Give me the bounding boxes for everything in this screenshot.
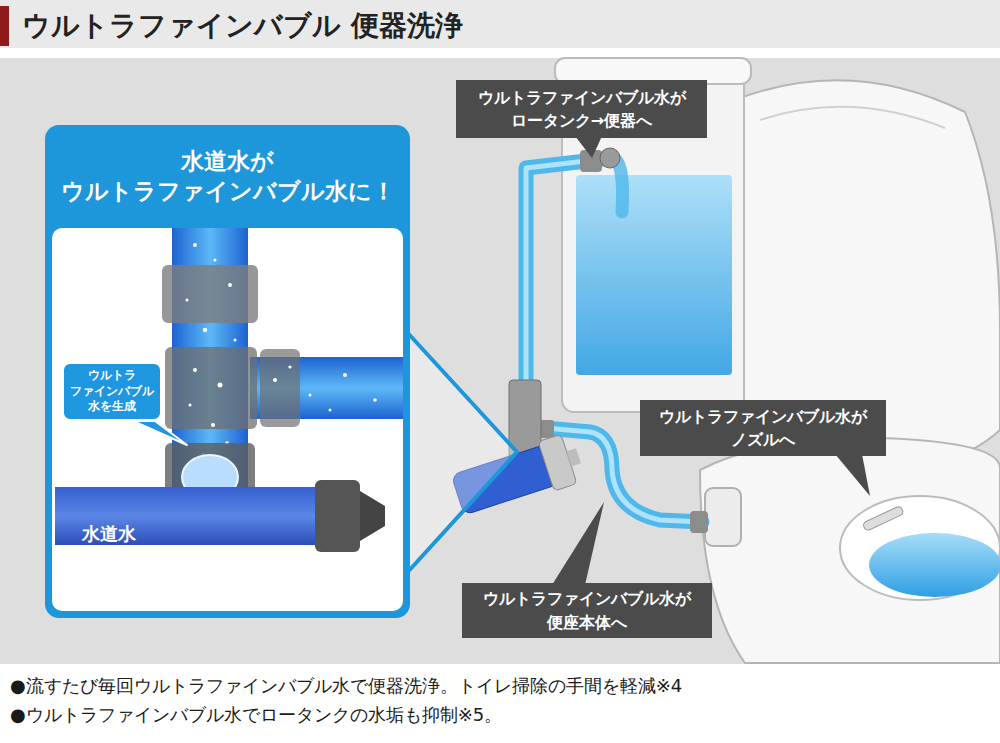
toilet-body [862,505,904,531]
label-pointers [575,136,602,158]
bubbles [193,243,197,247]
water-pipe [526,158,612,388]
label-pointers [835,454,870,496]
note-line: ●ウルトラファインバブル水でロータンクの水垢も抑制※5。 [10,703,502,727]
bubbles [186,299,189,302]
water-pipe [526,148,708,533]
ufb-unit [566,448,580,466]
toilet-body [700,438,1000,663]
toilet-lid [760,107,945,128]
callout-wedge [405,330,517,575]
tap-water-pipe [55,487,325,545]
pipe-label: 水道水 [82,522,136,546]
flow-label: ウルトラファインバブル水が 便座本体へ [462,583,712,638]
background [0,58,1000,664]
bubbles [189,404,192,407]
bubbles [234,339,237,342]
toilet-body [700,438,1000,663]
label-text: ウルトラファインバブル水が ノズルへ [648,405,878,451]
water-pipe [526,158,612,388]
low-tank [576,175,732,375]
bubbles [373,398,377,402]
bubble-pointer [133,421,187,445]
background [0,0,1000,48]
toilet-body [869,533,1000,597]
page-title: ウルトラファインバブル 便器洗浄 [22,6,463,46]
bubbles [288,365,291,368]
bubbles [218,383,223,388]
water-pipe [600,148,620,168]
panel-heading-text: 水道水が ウルトラファインバブル水に！ [50,147,405,207]
panel-heading: 水道水が ウルトラファインバブル水に！ [45,125,410,228]
flow-label: ウルトラファインバブル水が ノズルへ [640,400,886,456]
label-pointers [552,502,604,585]
vertical-pipe [260,349,300,427]
background [0,6,9,46]
water-pipe [540,420,554,438]
generator-callout: ウルトラ ファインバブル 水を生成 [62,362,162,421]
background [0,0,1000,664]
panel-ground [52,228,403,611]
bubbles [329,409,332,412]
toilet-body [840,496,1000,600]
callout-panel: 水道水が ウルトラファインバブル水に！ ウルトラ ファインバブル 水を生成 [45,125,410,618]
tap-water-pipe [55,480,385,552]
bubbles [193,368,197,372]
bubbles [203,328,207,332]
callout-wedge [405,330,517,575]
toilet-body [705,488,741,546]
bubbles [211,423,215,427]
label-text: ウルトラファインバブル水が ロータンク→便器へ [464,86,699,132]
vertical-pipe [165,347,257,429]
flow-label: ウルトラファインバブル水が ロータンク→便器へ [456,80,707,138]
bubbles [214,259,217,262]
bubbles [343,373,347,377]
label-pointers [552,136,870,585]
bubbles [228,283,232,287]
vertical-pipe [162,265,258,323]
panel-frame [45,125,410,618]
bubbles [309,394,312,397]
bubbles [273,378,277,382]
label-text: ウルトラファインバブル水が 便座本体へ [470,587,704,633]
bubbles [186,243,377,457]
water-pipe [690,511,708,533]
tap-water-pipe [360,491,385,541]
callout-text: ウルトラ ファインバブル 水を生成 [67,368,157,415]
note-line: ●流すたび毎回ウルトラファインバブル水で便器洗浄。トイレ掃除の手間を軽減※4 [10,674,682,698]
tap-water-pipe [315,480,360,552]
